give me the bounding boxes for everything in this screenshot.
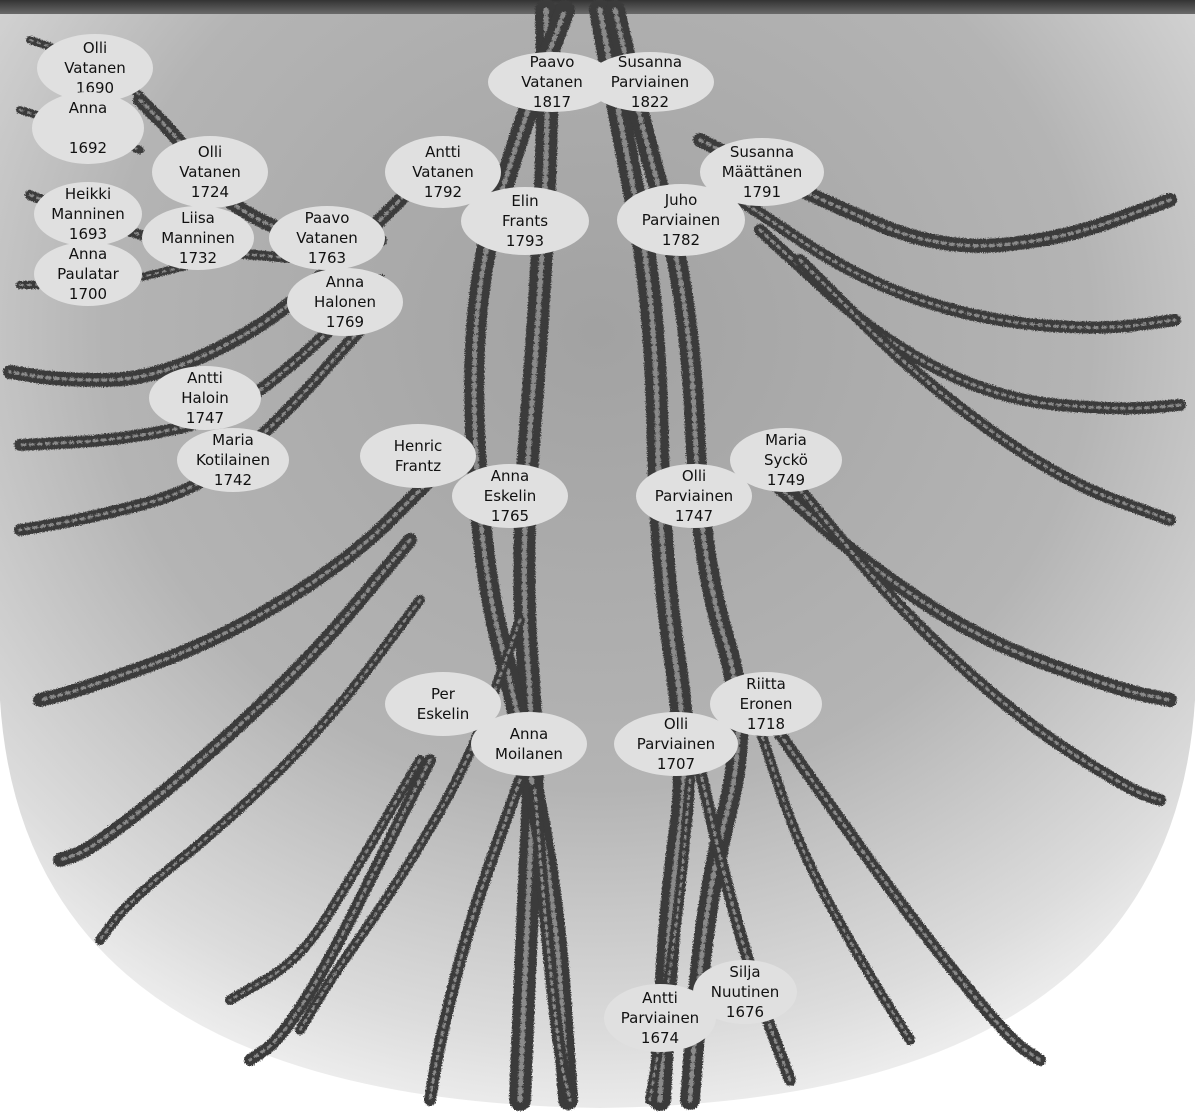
- person-name-line: 1822: [631, 93, 669, 111]
- person-name-line: Antti: [642, 989, 678, 1007]
- person-name-line: Henric: [394, 437, 443, 455]
- person-name-line: 1700: [69, 285, 107, 303]
- person-name-line: Eskelin: [484, 487, 537, 505]
- person-name-line: Manninen: [51, 205, 125, 223]
- person-name-line: Anna: [69, 99, 107, 117]
- person-name-line: 1692: [69, 139, 107, 157]
- person-name-line: Olli: [198, 143, 222, 161]
- person-name-line: 1693: [69, 225, 107, 243]
- person-name-line: 1747: [186, 409, 224, 427]
- person-name-line: Parviainen: [655, 487, 733, 505]
- person-name-line: Vatanen: [521, 73, 583, 91]
- person-name-line: 1674: [641, 1029, 679, 1047]
- person-ellipse: [360, 424, 476, 488]
- person-name-line: 1707: [657, 755, 695, 773]
- person-name-line: Parviainen: [621, 1009, 699, 1027]
- person-name-line: Frantz: [395, 457, 441, 475]
- person-name-line: Moilanen: [495, 745, 563, 763]
- person-name-line: Parviainen: [642, 211, 720, 229]
- person-name-line: Vatanen: [179, 163, 241, 181]
- person-name-line: 1791: [743, 183, 781, 201]
- person-name-line: Anna: [510, 725, 548, 743]
- person-name-line: Olli: [664, 715, 688, 733]
- person-name-line: Juho: [664, 191, 698, 209]
- person-name-line: Haloin: [181, 389, 229, 407]
- person-name-line: 1724: [191, 183, 229, 201]
- person-name-line: Parviainen: [637, 735, 715, 753]
- person-name-line: Eskelin: [417, 705, 470, 723]
- person-name-line: Olli: [682, 467, 706, 485]
- person-name-line: Paulatar: [57, 265, 120, 283]
- person-name-line: Kotilainen: [196, 451, 270, 469]
- person-name-line: 1742: [214, 471, 252, 489]
- person-name-line: Vatanen: [64, 59, 126, 77]
- person-name-line: 1763: [308, 249, 346, 267]
- person-name-line: 1676: [726, 1003, 764, 1021]
- person-name-line: 1792: [424, 183, 462, 201]
- person-name-line: Anna: [69, 245, 107, 263]
- person-name-line: 1749: [767, 471, 805, 489]
- person-name-line: Määttänen: [722, 163, 803, 181]
- person-name-line: 1782: [662, 231, 700, 249]
- person-name-line: Paavo: [305, 209, 350, 227]
- person-name-line: 1765: [491, 507, 529, 525]
- person-name-line: Anna: [491, 467, 529, 485]
- person-name-line: Per: [431, 685, 456, 703]
- person-name-line: 1817: [533, 93, 571, 111]
- person-name-line: Silja: [729, 963, 760, 981]
- person-name-line: Manninen: [161, 229, 235, 247]
- person-name-line: Paavo: [530, 53, 575, 71]
- person-name-line: Heikki: [65, 185, 111, 203]
- person-ellipse: [471, 712, 587, 776]
- person-name-line: Anna: [326, 273, 364, 291]
- person-name-line: Vatanen: [412, 163, 474, 181]
- person-name-line: Eronen: [740, 695, 793, 713]
- person-name-line: Syckö: [764, 451, 808, 469]
- person-name-line: 1769: [326, 313, 364, 331]
- person-name-line: 1718: [747, 715, 785, 733]
- person-name-line: Olli: [83, 39, 107, 57]
- person-name-line: Riitta: [746, 675, 786, 693]
- person-name-line: Parviainen: [611, 73, 689, 91]
- person-name-line: Vatanen: [296, 229, 358, 247]
- person-name-line: Maria: [212, 431, 254, 449]
- person-name-line: 1793: [506, 232, 544, 250]
- person-name-line: Antti: [425, 143, 461, 161]
- person-name-line: Liisa: [181, 209, 215, 227]
- person-name-line: Frants: [502, 212, 548, 230]
- person-name-line: Elin: [511, 192, 538, 210]
- person-name-line: Antti: [187, 369, 223, 387]
- person-name-line: Susanna: [618, 53, 682, 71]
- person-node-anna-1692[interactable]: Anna 1692: [32, 92, 144, 164]
- person-name-line: Maria: [765, 431, 807, 449]
- person-name-line: Nuutinen: [711, 983, 780, 1001]
- person-name-line: Halonen: [314, 293, 376, 311]
- person-name-line: 1732: [179, 249, 217, 267]
- person-name-line: Susanna: [730, 143, 794, 161]
- person-name-line: 1747: [675, 507, 713, 525]
